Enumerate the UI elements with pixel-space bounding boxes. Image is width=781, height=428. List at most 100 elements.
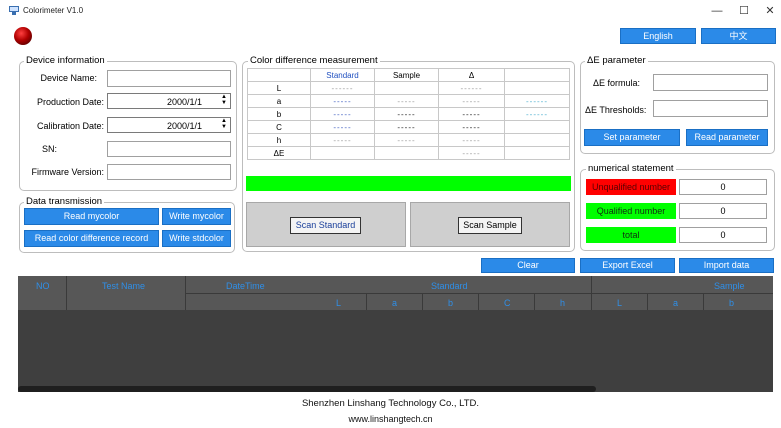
read-color-difference-record-button[interactable]: Read color difference record <box>24 230 159 247</box>
extra-value <box>504 81 570 95</box>
extra-value: ------ <box>504 107 570 121</box>
clear-button[interactable]: Clear <box>481 258 575 273</box>
grid-subheader-standard-b[interactable]: b <box>448 298 454 308</box>
sample-value <box>374 81 439 95</box>
import-data-button[interactable]: Import data <box>679 258 774 273</box>
close-button[interactable]: ✕ <box>765 5 775 17</box>
scan-standard-button[interactable]: Scan Standard <box>290 217 361 234</box>
grid-header-standard[interactable]: Standard <box>431 281 468 291</box>
column-divider <box>703 294 704 310</box>
title-bar <box>0 0 781 22</box>
row-label: ΔE <box>247 146 311 160</box>
extra-value <box>504 146 570 160</box>
maximize-button[interactable]: ☐ <box>739 5 749 17</box>
extra-value <box>504 120 570 134</box>
device-name-label: Device Name: <box>40 73 97 83</box>
grid-header-sample[interactable]: Sample <box>714 281 745 291</box>
write-mycolor-button[interactable]: Write mycolor <box>162 208 231 225</box>
standard-value: ----- <box>310 133 375 147</box>
data-transmission-group <box>19 202 235 253</box>
grid-subheader-standard-h[interactable]: h <box>560 298 566 308</box>
de-thresholds-field[interactable] <box>653 100 768 117</box>
app-icon <box>9 6 19 15</box>
grid-subheader-standard-c[interactable]: C <box>504 298 511 308</box>
company-name: Shenzhen Linshang Technology Co., LTD. <box>301 398 480 409</box>
sn-label: SN: <box>41 144 57 154</box>
total-label: total <box>586 227 676 243</box>
horizontal-scrollbar[interactable] <box>18 386 596 392</box>
total-value: 0 <box>679 227 767 243</box>
column-divider <box>66 276 67 310</box>
table-header-cell <box>504 68 570 82</box>
row-label: C <box>247 120 311 134</box>
numerical-statement-title: numerical statement <box>586 163 676 174</box>
sample-value: ----- <box>374 107 439 121</box>
column-divider <box>422 294 423 310</box>
scan-sample-button[interactable]: Scan Sample <box>458 217 522 234</box>
standard-value <box>310 146 375 160</box>
calibration-date-picker[interactable]: 2000/1/1 ▲▼ <box>107 117 231 133</box>
grid-header-no[interactable]: NO <box>36 281 50 291</box>
table-header-cell <box>247 68 311 82</box>
chinese-button[interactable]: 中文 <box>701 28 776 44</box>
row-label: a <box>247 94 311 108</box>
table-header-sample: Sample <box>374 68 439 82</box>
device-information-group <box>19 61 237 191</box>
column-divider <box>478 294 479 310</box>
de-formula-field[interactable] <box>653 74 768 91</box>
sample-value <box>374 146 439 160</box>
numerical-statement-group <box>580 169 775 251</box>
sample-value: ----- <box>374 133 439 147</box>
table-row: a ----- ----- ----- ------ <box>247 94 570 108</box>
de-parameter-title: ΔE parameter <box>585 55 648 66</box>
column-divider <box>534 294 535 310</box>
row-label: b <box>247 107 311 121</box>
table-row: L ------ ------ <box>247 81 570 95</box>
grid-header-datetime[interactable]: DateTime <box>226 281 265 291</box>
standard-value: ----- <box>310 120 375 134</box>
qualified-number-value: 0 <box>679 203 767 219</box>
delta-value: ----- <box>438 107 505 121</box>
sn-field[interactable] <box>107 141 231 157</box>
unqualified-number-value: 0 <box>679 179 767 195</box>
table-row: C ----- ----- ----- <box>247 120 570 134</box>
read-parameter-button[interactable]: Read parameter <box>686 129 768 146</box>
date-spinner-icon[interactable]: ▲▼ <box>221 118 227 130</box>
table-row: ΔE ----- <box>247 146 570 160</box>
delta-value: ----- <box>438 146 505 160</box>
table-row: h ----- ----- ----- <box>247 133 570 147</box>
read-mycolor-button[interactable]: Read mycolor <box>24 208 159 225</box>
calibration-date-label: Calibration Date: <box>36 121 104 131</box>
minimize-button[interactable]: — <box>711 5 723 17</box>
grid-header-test-name[interactable]: Test Name <box>102 281 146 291</box>
export-excel-button[interactable]: Export Excel <box>580 258 675 273</box>
calibration-date-value: 2000/1/1 <box>166 121 202 131</box>
firmware-version-field[interactable] <box>107 164 231 180</box>
extra-value: ------ <box>504 94 570 108</box>
grid-subheader-sample-a[interactable]: a <box>673 298 679 308</box>
de-parameter-group <box>580 61 775 154</box>
grid-subheader-sample-l[interactable]: L <box>617 298 623 308</box>
write-stdcolor-button[interactable]: Write stdcolor <box>162 230 231 247</box>
qualified-number-label: Qualified number <box>586 203 676 219</box>
sample-value: ----- <box>374 120 439 134</box>
set-parameter-button[interactable]: Set parameter <box>584 129 680 146</box>
sample-value: ----- <box>374 94 439 108</box>
delta-value: ------ <box>438 81 505 95</box>
date-spinner-icon[interactable]: ▲▼ <box>221 94 227 106</box>
column-divider <box>366 294 367 310</box>
grid-subheader-standard-a[interactable]: a <box>392 298 398 308</box>
unqualified-number-label: Unqualified number <box>586 179 676 195</box>
header-divider <box>185 293 773 294</box>
table-row: b ----- ----- ----- ------ <box>247 107 570 121</box>
extra-value <box>504 133 570 147</box>
production-date-value: 2000/1/1 <box>166 97 202 107</box>
row-label: L <box>247 81 311 95</box>
production-date-picker[interactable]: 2000/1/1 ▲▼ <box>107 93 231 109</box>
table-header-row: Standard Sample Δ <box>247 68 570 82</box>
device-name-field[interactable] <box>107 70 231 87</box>
grid-subheader-standard-l[interactable]: L <box>336 298 342 308</box>
grid-subheader-sample-b[interactable]: b <box>729 298 735 308</box>
english-button[interactable]: English <box>620 28 696 44</box>
delta-value: ----- <box>438 133 505 147</box>
